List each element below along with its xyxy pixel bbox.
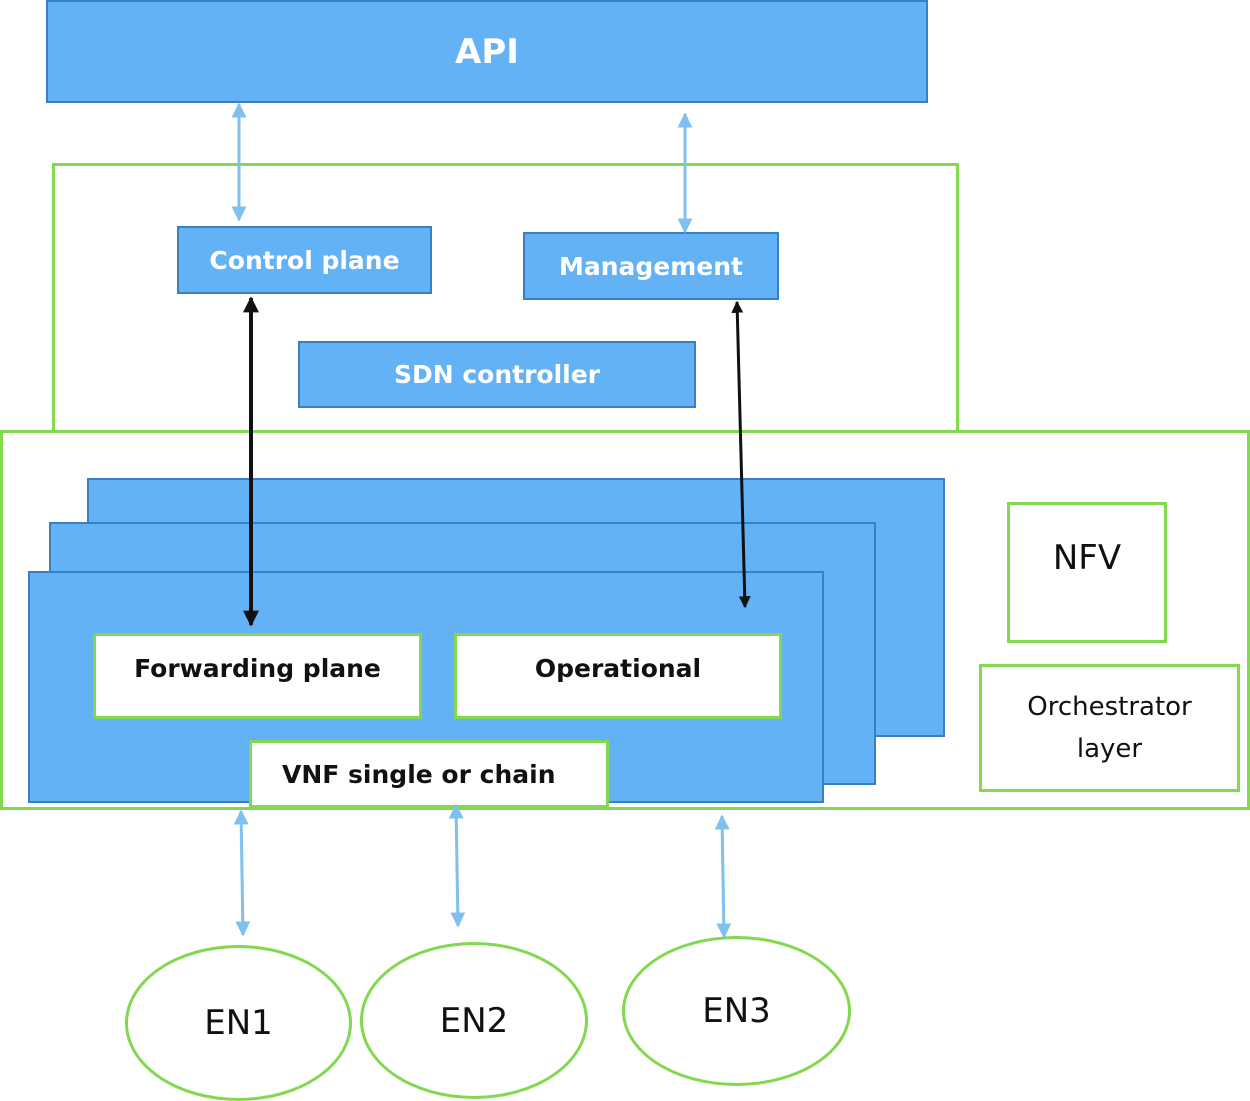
management-box: Management	[523, 232, 779, 300]
end-node-2: EN2	[360, 942, 588, 1099]
forwarding-plane-label: Forwarding plane	[134, 654, 381, 683]
end-node-3-label: EN3	[702, 991, 771, 1031]
management-label: Management	[558, 251, 744, 281]
sdn-controller-label: SDN controller	[393, 360, 601, 389]
control-plane-box: Control plane	[177, 226, 432, 294]
api-bar: API	[46, 0, 928, 103]
end-node-2-label: EN2	[439, 1000, 509, 1041]
end-node-3: EN3	[622, 936, 851, 1086]
control-plane-label: Control plane	[209, 245, 400, 275]
forwarding-plane-box: Forwarding plane	[93, 633, 422, 719]
end-node-1-label: EN1	[204, 1003, 273, 1043]
operational-label: Operational	[534, 654, 702, 683]
api-label: API	[455, 31, 519, 72]
arrow-nfv-en1	[233, 809, 251, 937]
nfv-label: NFV	[1052, 538, 1122, 578]
arrow-nfv-en3	[714, 814, 732, 939]
operational-box: Operational	[454, 633, 782, 719]
nfv-frame	[0, 430, 1250, 810]
nfv-box: NFV	[1007, 502, 1167, 643]
sdn-controller-box: SDN controller	[298, 341, 696, 408]
arrow-nfv-en2	[448, 803, 466, 928]
vnf-chain-box: VNF single or chain	[249, 740, 609, 808]
arrow-management-operational	[731, 300, 751, 609]
vnf-chain-label: VNF single or chain	[282, 759, 556, 789]
orchestrator-box: Orchestrator layer	[979, 664, 1240, 792]
orchestrator-label: Orchestrator layer	[1027, 692, 1192, 764]
end-node-1: EN1	[125, 945, 352, 1101]
